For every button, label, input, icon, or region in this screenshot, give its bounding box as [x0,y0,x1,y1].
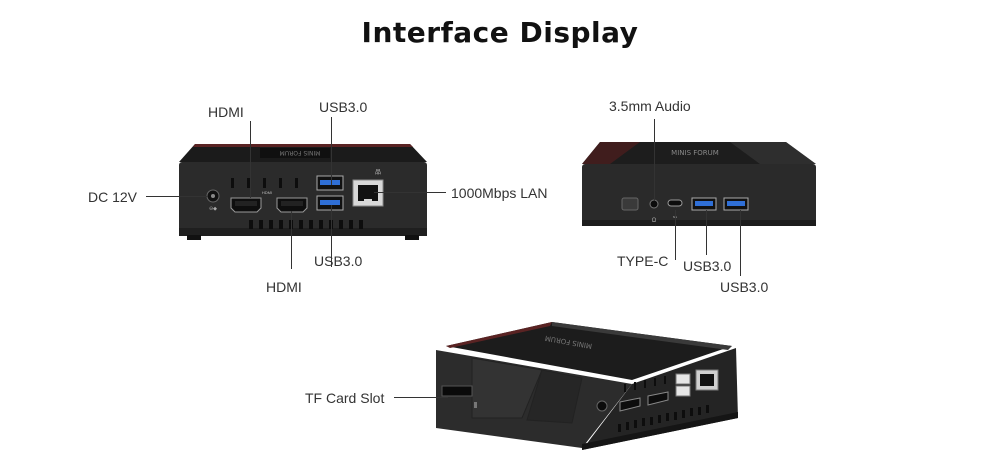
vent-slots [624,376,666,392]
page-title: Interface Display [361,16,639,49]
mini-pc-front-view: MINIS FORUM Ω ss [582,142,816,226]
leader-line [250,121,251,198]
leader-line [654,119,655,201]
mini-pc-angled-view: MINIS FORUM [436,322,738,450]
leader-line [374,192,446,193]
leader-line [740,210,741,276]
svg-text:⊖◆: ⊖◆ [209,206,217,212]
label-usb-top: USB3.0 [319,99,368,115]
vent-slots [231,178,298,188]
svg-text:品: 品 [375,169,381,176]
label-hdmi-top: HDMI [208,104,244,120]
label-hdmi-bottom: HDMI [266,279,302,295]
label-dc-12v: DC 12V [88,189,138,205]
label-usb-front-b: USB3.0 [720,279,769,295]
leader-line [146,196,208,197]
label-usb-front-a: USB3.0 [683,258,732,274]
label-lan: 1000Mbps LAN [451,185,548,201]
usb3-port [723,197,749,211]
power-button [621,197,639,211]
ethernet-port: 品 [352,169,384,207]
dc-power-port [596,400,608,412]
hdmi-port [647,391,669,406]
usb3-port [691,197,717,211]
label-usb-bottom: USB3.0 [314,253,363,269]
leader-line [291,211,292,269]
brand-text: MINIS FORUM [280,149,321,156]
label-tf-card-slot: TF Card Slot [305,390,385,406]
tf-card-slot [441,385,477,408]
label-audio: 3.5mm Audio [609,98,691,114]
leader-line [675,210,676,260]
leader-line [331,117,332,185]
leader-line [706,210,707,255]
svg-text:HDMI: HDMI [262,190,272,195]
svg-text:Ω: Ω [652,218,657,224]
hdmi-port [619,397,641,412]
brand-text: MINIS FORUM [671,149,719,157]
hdmi-port [276,197,308,213]
bottom-vents [618,405,709,432]
usb3-port [675,373,691,385]
hdmi-port [230,197,262,213]
usb3-port [316,175,344,191]
label-type-c: TYPE-C [617,253,669,269]
mini-pc-rear-view: MINIS FORUM ⊖◆ HDMI 品 [179,144,427,240]
leader-line [394,397,448,398]
usb3-port [675,385,691,397]
usb3-port [316,195,344,211]
leader-line [331,205,332,267]
